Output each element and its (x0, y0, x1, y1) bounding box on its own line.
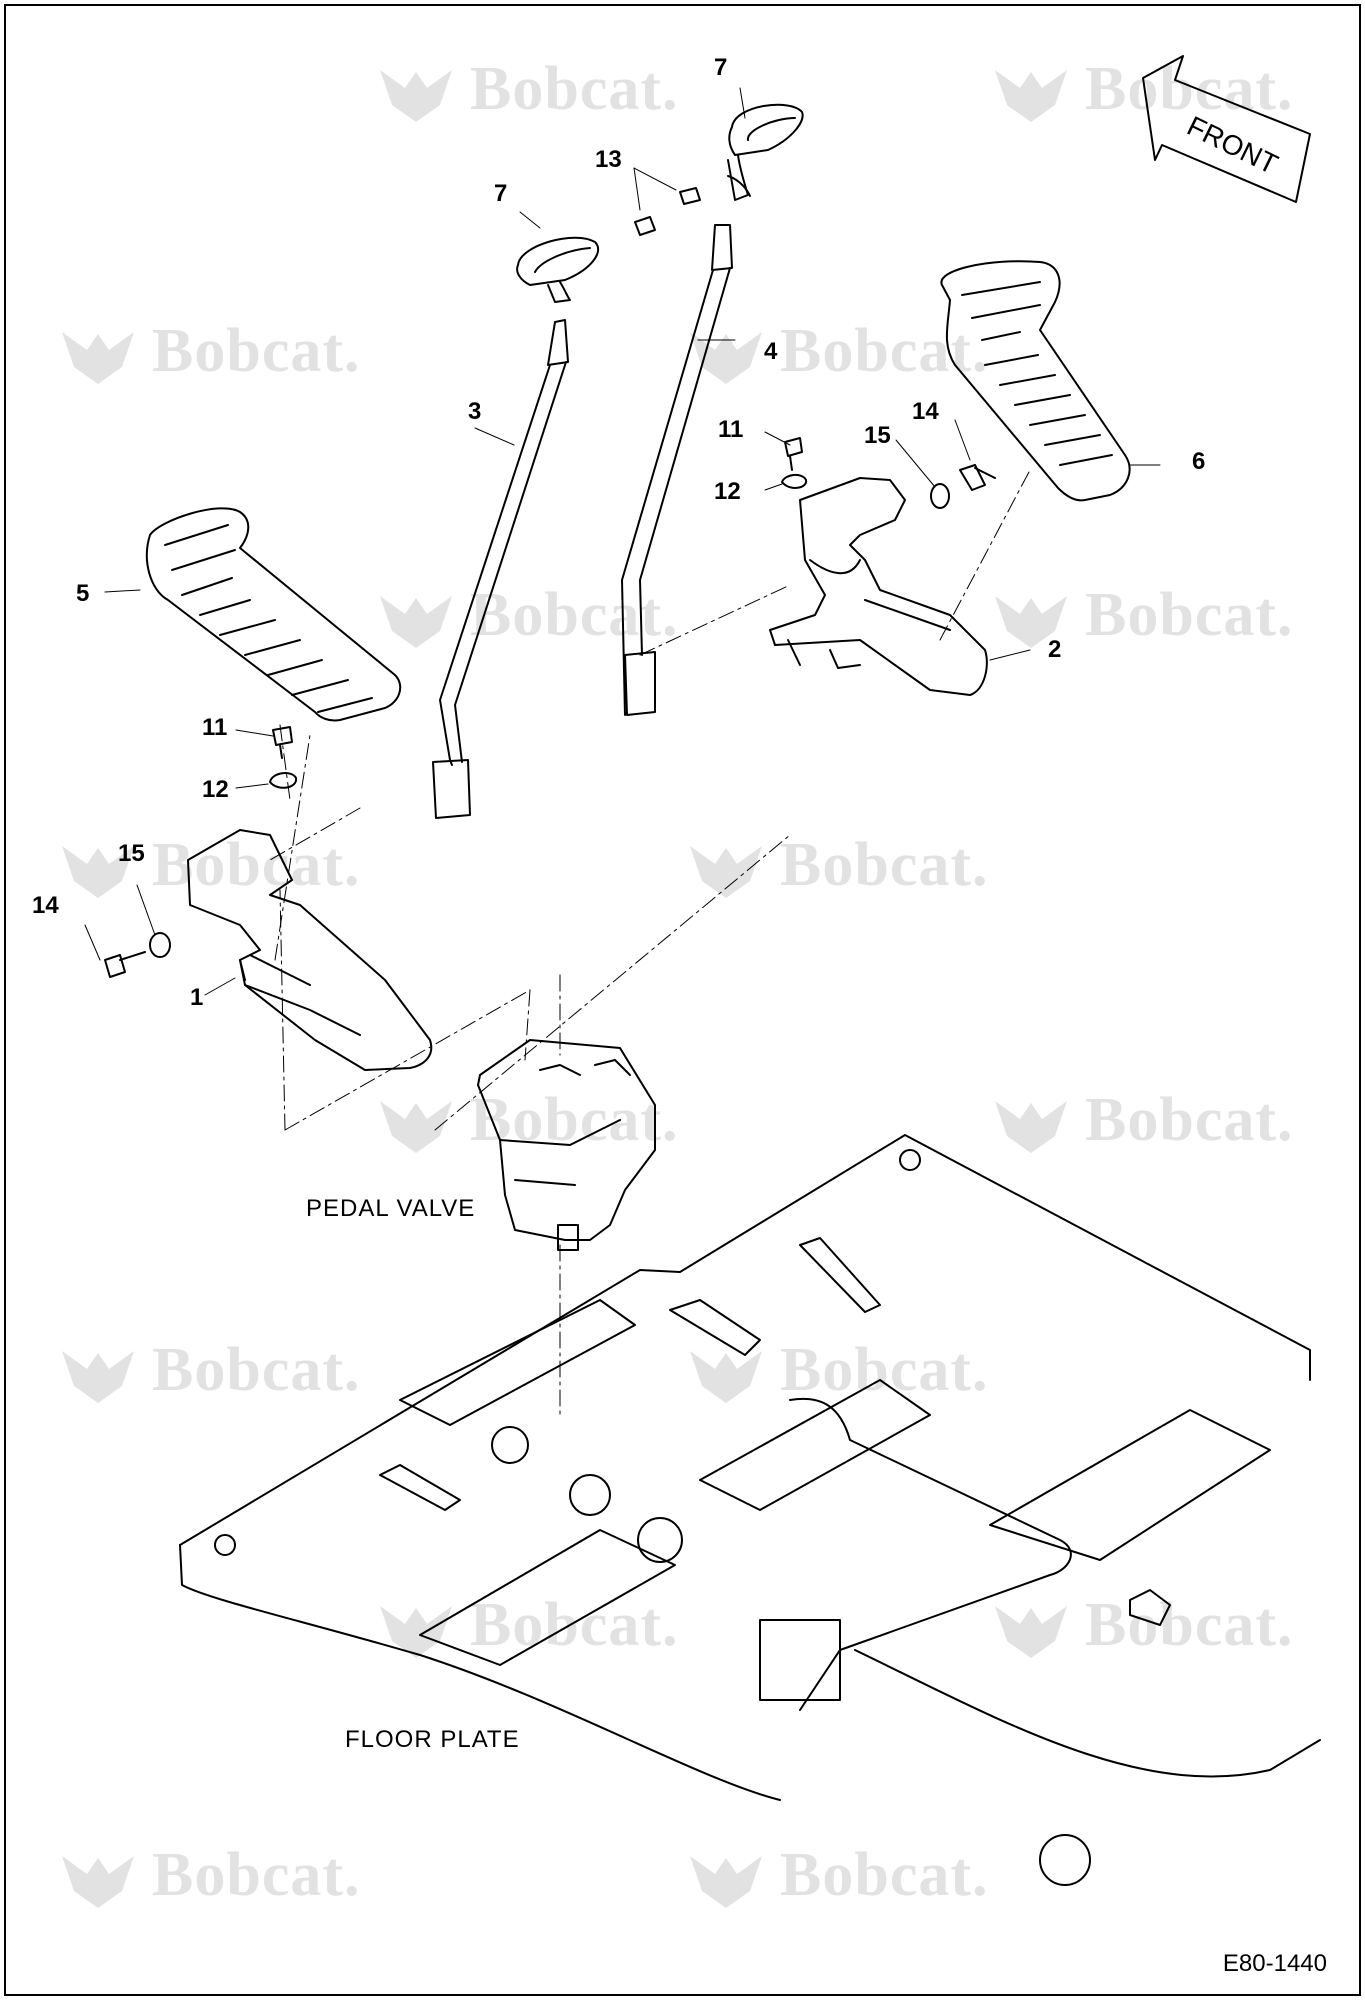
callout-13: 13 (595, 146, 622, 173)
pedal-valve-label: PEDAL VALVE (306, 1195, 476, 1222)
watermark-text: Bobcat. (780, 317, 989, 385)
watermark-text: Bobcat. (152, 1841, 361, 1909)
watermark-text: Bobcat. (780, 831, 989, 899)
bobcat-logo-icon (52, 322, 144, 392)
bobcat-logo-icon (52, 836, 144, 906)
part-14-bolt-left (104, 951, 146, 978)
callout-15-right: 15 (864, 422, 891, 449)
watermark: Bobcat. (370, 54, 679, 130)
watermark: Bobcat. (370, 1590, 679, 1666)
watermark-text: Bobcat. (152, 1336, 361, 1404)
front-arrow-icon (1142, 55, 1311, 203)
floor-plate (179, 1134, 1321, 1886)
bobcat-logo-icon (985, 60, 1077, 130)
assembly-lines (269, 469, 1031, 1416)
callout-11-left: 11 (202, 714, 228, 741)
watermark: Bobcat. (680, 316, 989, 392)
callout-12-left: 12 (202, 776, 229, 803)
part-4-lever (621, 224, 733, 716)
drawing-frame (4, 4, 1361, 1996)
bobcat-logo-icon (52, 1846, 144, 1916)
callout-14-right: 14 (912, 398, 939, 425)
watermark: Bobcat. (680, 830, 989, 906)
watermark-text: Bobcat. (1085, 55, 1294, 123)
part-7-knob-left (516, 236, 600, 303)
watermark-text: Bobcat. (1085, 581, 1294, 649)
callout-6: 6 (1192, 448, 1206, 475)
callout-7-left: 7 (494, 180, 508, 207)
part-11-bolt-left (272, 726, 293, 759)
callout-15-left: 15 (118, 840, 145, 867)
watermark: Bobcat. (52, 1335, 361, 1411)
watermark-text: Bobcat. (1085, 1086, 1294, 1154)
leader-lines (84, 87, 1161, 996)
bobcat-logo-icon (985, 1091, 1077, 1161)
watermark: Bobcat. (985, 580, 1294, 656)
callout-2: 2 (1048, 636, 1062, 663)
part-5-pedal (145, 507, 402, 722)
callout-4: 4 (764, 338, 778, 365)
part-15-washer-right (930, 483, 950, 509)
floor-plate-label: FLOOR PLATE (345, 1726, 520, 1753)
watermark: Bobcat. (52, 1840, 361, 1916)
bobcat-logo-icon (370, 586, 462, 656)
bobcat-logo-icon (985, 1596, 1077, 1666)
callout-12-right: 12 (714, 478, 741, 505)
watermark-text: Bobcat. (780, 1336, 989, 1404)
part-13-screw (634, 187, 701, 236)
bobcat-logo-icon (985, 586, 1077, 656)
bobcat-logo-icon (370, 1596, 462, 1666)
bobcat-logo-icon (52, 1341, 144, 1411)
bobcat-logo-icon (370, 1091, 462, 1161)
watermark-text: Bobcat. (780, 1841, 989, 1909)
part-14-bolt-right (959, 464, 996, 491)
callout-7-right: 7 (714, 54, 728, 81)
pedal-valve (477, 1039, 656, 1251)
part-11-bolt-right (784, 437, 803, 471)
part-15-washer-left (149, 932, 171, 958)
part-12-washer-left (269, 772, 298, 789)
watermark-text: Bobcat. (470, 1591, 679, 1659)
watermark-text: Bobcat. (152, 317, 361, 385)
part-1-bracket (187, 829, 433, 1071)
watermark: Bobcat. (680, 1335, 989, 1411)
watermark: Bobcat. (52, 316, 361, 392)
watermark: Bobcat. (370, 580, 679, 656)
callout-5: 5 (76, 580, 90, 607)
watermark: Bobcat. (985, 1085, 1294, 1161)
part-2-bracket (769, 477, 988, 696)
callout-14-left: 14 (32, 892, 59, 919)
watermark: Bobcat. (680, 1840, 989, 1916)
callout-3: 3 (468, 398, 482, 425)
watermark-text: Bobcat. (1085, 1591, 1294, 1659)
part-7-knob-right (727, 103, 804, 201)
bobcat-logo-icon (680, 1341, 772, 1411)
callout-11-right: 11 (718, 416, 744, 443)
watermark-text: Bobcat. (470, 581, 679, 649)
part-3-lever (432, 319, 569, 819)
part-6-pedal (940, 260, 1131, 502)
watermark: Bobcat. (52, 830, 361, 906)
callout-1: 1 (190, 984, 204, 1011)
watermark-text: Bobcat. (152, 831, 361, 899)
watermark: Bobcat. (985, 1590, 1294, 1666)
watermark: Bobcat. (985, 54, 1294, 130)
bobcat-logo-icon (680, 1846, 772, 1916)
bobcat-logo-icon (680, 836, 772, 906)
part-12-washer-right (781, 474, 808, 489)
watermark-text: Bobcat. (470, 55, 679, 123)
bobcat-logo-icon (370, 60, 462, 130)
document-id: E80-1440 (1222, 1950, 1327, 1977)
